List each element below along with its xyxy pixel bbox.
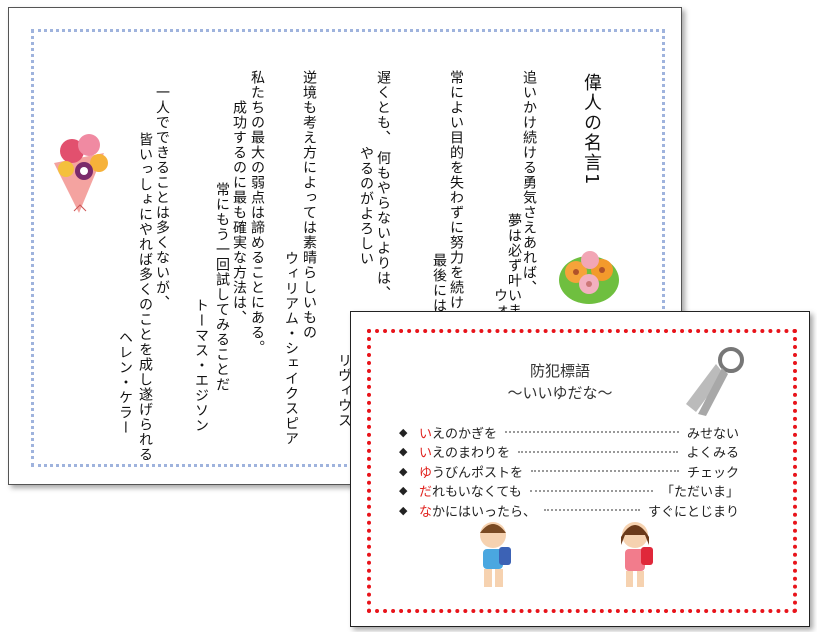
- quote-line: 成功するのに最も確実な方法は、: [231, 100, 247, 325]
- slogan-ending: チェック: [686, 465, 739, 481]
- quote-line: 遅くとも、 何もやらないよりは、: [375, 70, 391, 301]
- slogan-ending: みせない: [686, 426, 739, 442]
- leader-dots: [529, 489, 653, 492]
- quote-line: 一人でできることは多くないが、: [154, 85, 170, 310]
- slogan-text: かにはいったら、: [432, 504, 537, 520]
- slogan-text: えのまわりを: [432, 446, 511, 461]
- slogan-item: ◆ だれもいなくても 「ただいま」: [399, 482, 739, 500]
- quote-line: 夢は必ず叶います: [506, 213, 522, 333]
- slogan-initial: ゆ: [419, 465, 433, 481]
- leader-dots: [505, 431, 679, 433]
- card-title: 防犯標語: [529, 362, 590, 380]
- quotes-card: 偉人の名言1 追いかけ続ける勇気さえあれば、 夢は必ず叶います ウォ 常によい目…: [8, 7, 682, 485]
- slogan-ending: 「ただいま」: [660, 485, 739, 500]
- dotted-border: [31, 29, 665, 467]
- leader-dots: [518, 450, 679, 453]
- slogan-text: うびんポストを: [432, 465, 524, 481]
- diamond-bullet-icon: ◆: [399, 445, 408, 458]
- slogan-item: ◆ いえのまわりを よくみる: [399, 443, 739, 461]
- leader-dots: [544, 509, 640, 511]
- quotes-title: 偉人の名言1: [581, 73, 602, 187]
- boy-running-icon: [480, 522, 511, 587]
- flower-bouquet-icon: [559, 251, 619, 304]
- quote-author: トーマス・エジソン: [193, 298, 209, 433]
- quote-line: 常にもう一回試してみることだ: [214, 182, 230, 392]
- quote-line: 皆いっしょにやれば多くのことを成し遂げられる: [137, 132, 153, 462]
- slogan-initial: い: [419, 446, 433, 461]
- slogan-initial: だ: [419, 485, 433, 500]
- quote-author: ヘレン・ケラー: [117, 330, 133, 435]
- quote-line: 最後には必: [431, 253, 447, 328]
- quote-author: リヴィウス: [336, 353, 352, 428]
- diamond-bullet-icon: ◆: [399, 464, 408, 478]
- keys-icon: [686, 347, 744, 416]
- quote-line: やるのがよろしい: [358, 146, 374, 266]
- slogan-initial: な: [419, 504, 433, 520]
- quote-line: 私たちの最大の弱点は諦めることにある。: [249, 70, 265, 355]
- quote-author: ウォ: [492, 288, 508, 318]
- slogan-ending: よくみる: [686, 446, 739, 461]
- card-subtitle: 〜いいゆだな〜: [507, 384, 613, 402]
- crime-prevention-card: 防犯標語 〜いいゆだな〜 ◆いえのかぎをみせない◆いえのまわりをよくみる◆ゆうび…: [350, 311, 810, 627]
- quote-line: 逆境も考え方によっては素晴らしいもの: [301, 70, 317, 340]
- quote-line: 常によい目的を失わずに努力を続ける限り: [448, 70, 464, 355]
- slogan-initial: い: [419, 426, 433, 442]
- slogan-ending: すぐにとじまり: [647, 504, 739, 520]
- flower-bouquet-icon: [54, 134, 108, 213]
- red-dotted-border: [367, 329, 797, 613]
- quote-line: 追いかけ続ける勇気さえあれば、: [521, 70, 537, 295]
- girl-running-icon: [621, 522, 653, 587]
- slogan-item: ◆ ゆうびんポストを チェック: [399, 462, 739, 481]
- diamond-bullet-icon: ◆: [399, 503, 408, 517]
- slogan-item: ◆ なかにはいったら、 すぐにとじまり: [399, 501, 739, 520]
- leader-dots: [531, 470, 679, 472]
- diamond-bullet-icon: ◆: [399, 484, 408, 497]
- slogan-item: ◆ いえのかぎを みせない: [399, 423, 739, 442]
- quote-author: ウィリアム・シェイクスピア: [283, 251, 299, 446]
- diamond-bullet-icon: ◆: [399, 425, 408, 439]
- slogan-text: れもいなくても: [432, 485, 522, 500]
- slogan-text: えのかぎを: [432, 426, 498, 442]
